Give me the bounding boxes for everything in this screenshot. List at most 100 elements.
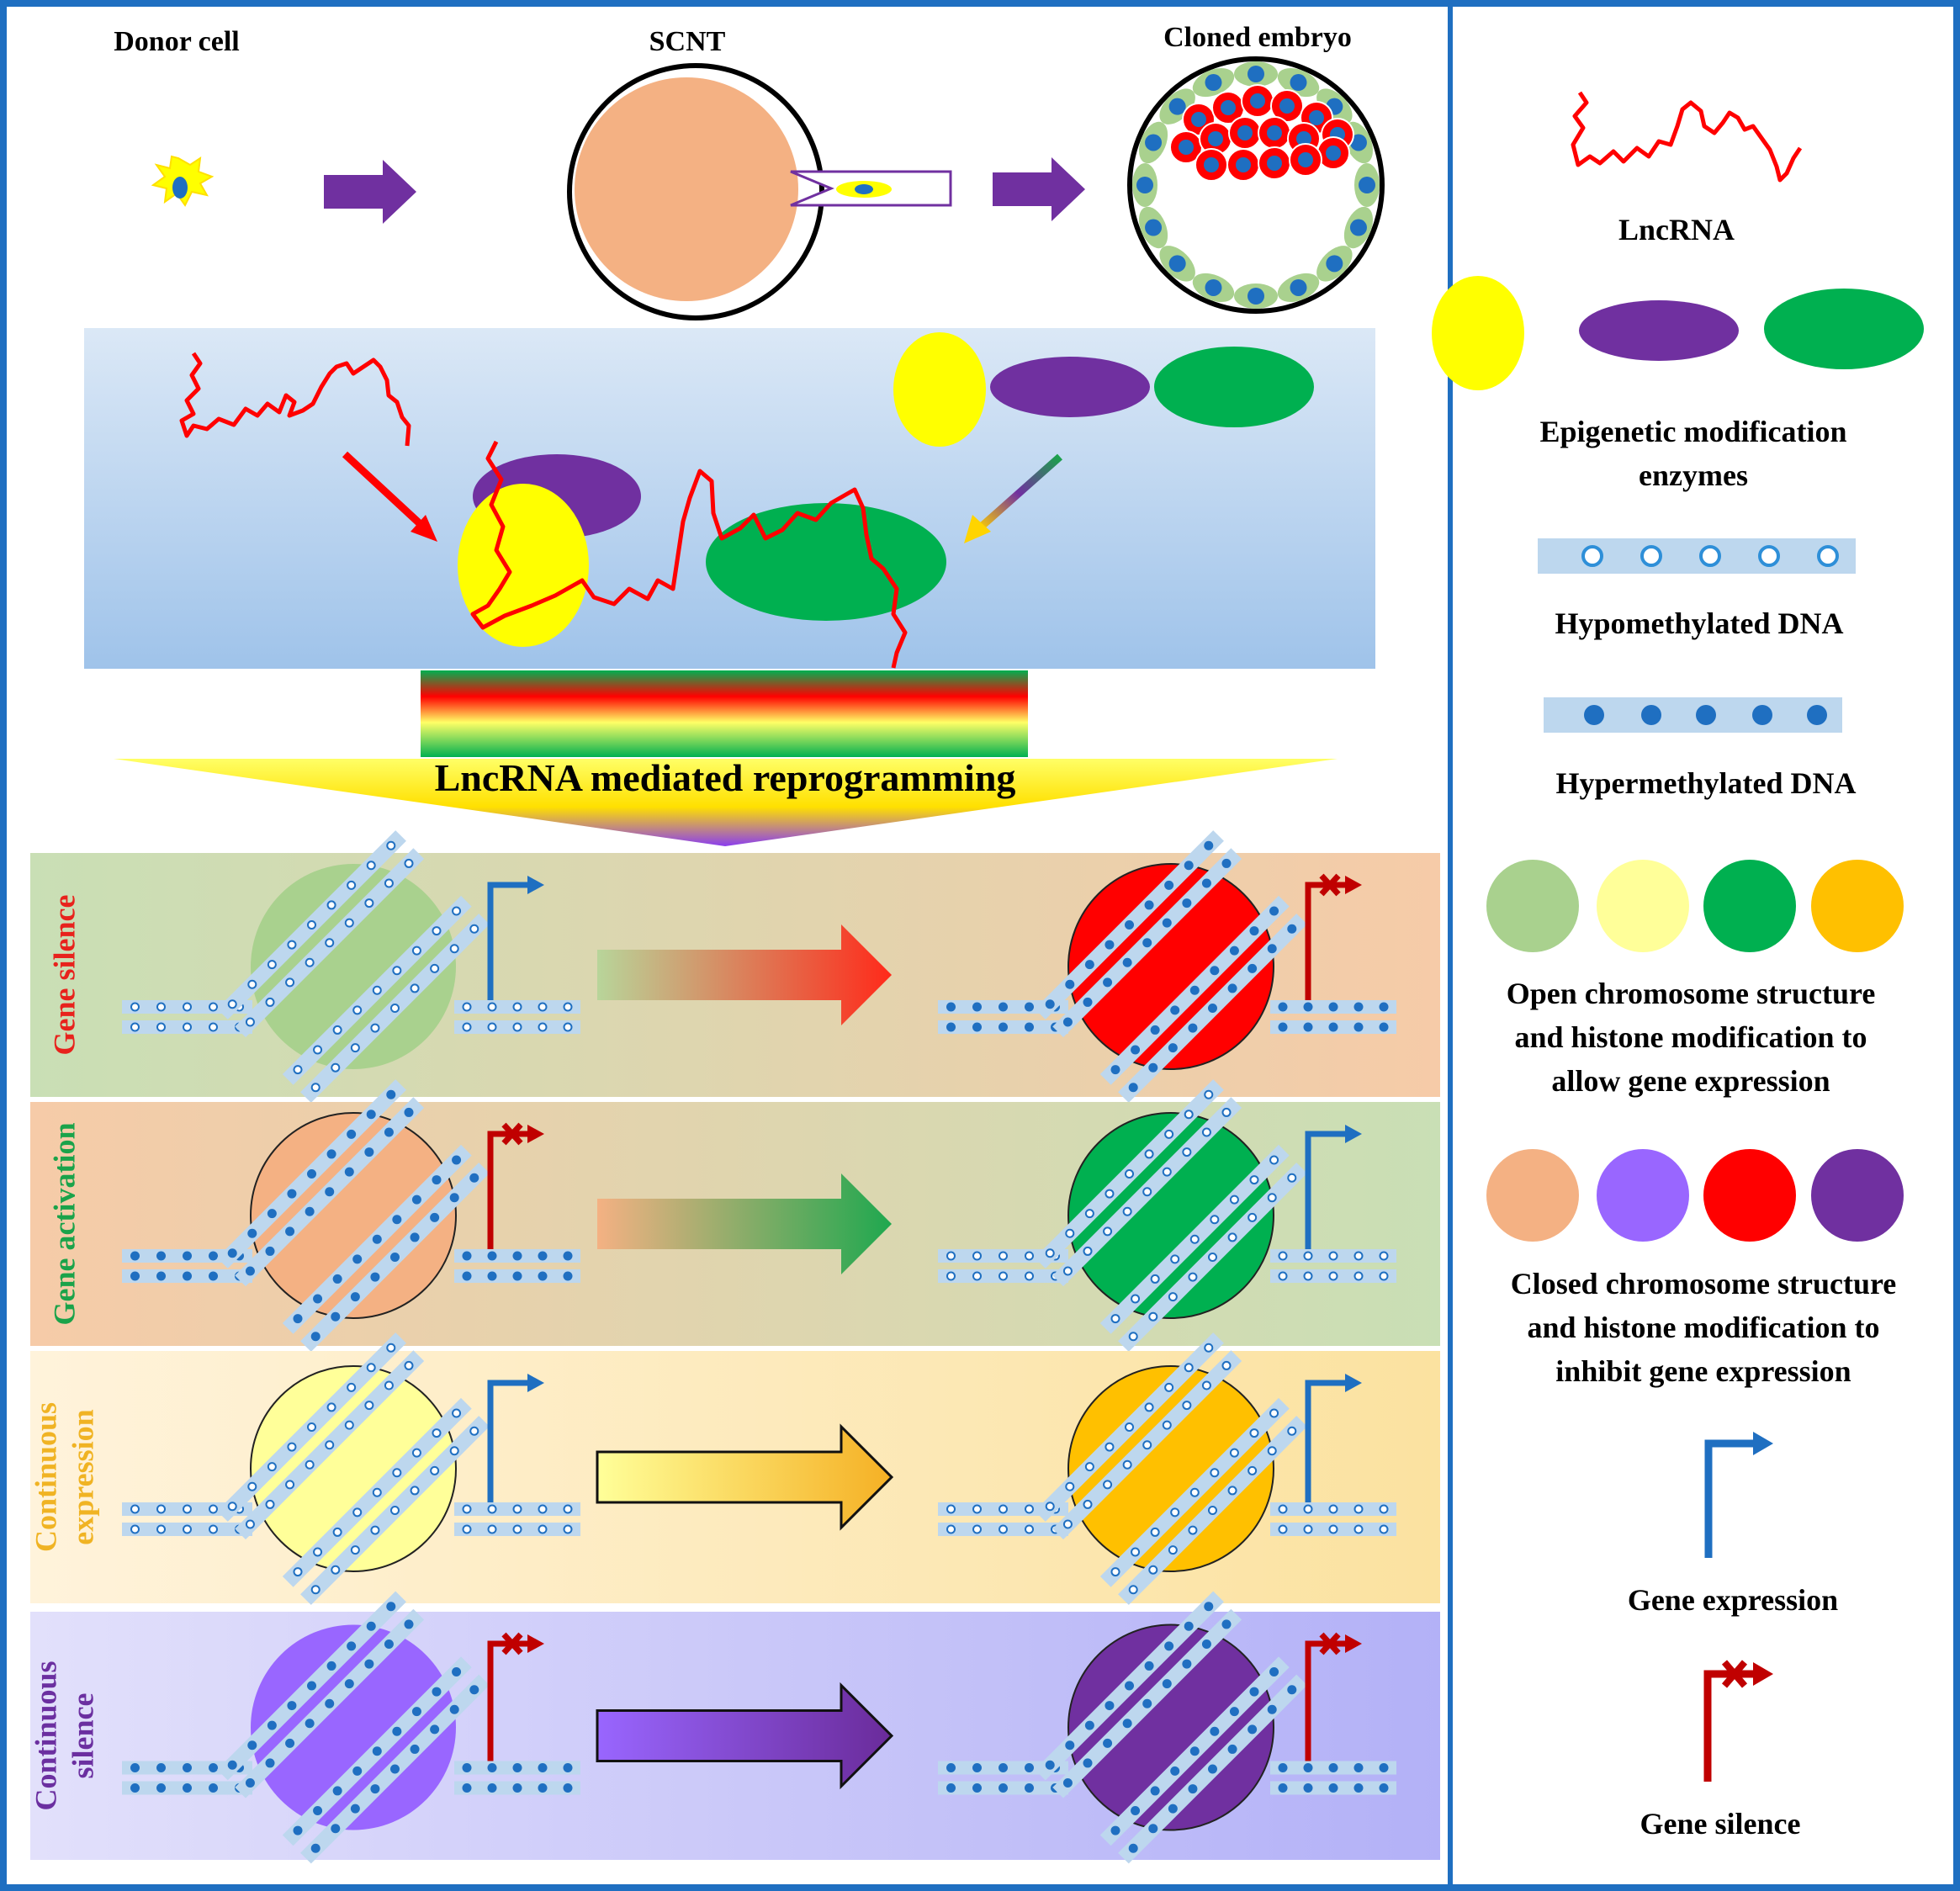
embryo-cell-nucleus [1248, 288, 1264, 305]
unmethyl-dot [1267, 1193, 1277, 1203]
cloned-embryo-icon [1127, 56, 1385, 314]
unmethyl-dot [432, 1428, 442, 1438]
methyl-dot [1131, 1805, 1141, 1815]
methyl-dot [972, 1763, 982, 1772]
methyl-dot [325, 1698, 335, 1708]
bound-lncrna [470, 440, 908, 669]
unmethyl-dot [344, 1420, 354, 1430]
unmethyl-dot [350, 1043, 360, 1053]
dna-strand [1118, 914, 1307, 1103]
methyl-dot [1142, 938, 1152, 948]
methyl-dot [1182, 898, 1192, 908]
methyl-dot [293, 1314, 303, 1324]
gene-silence-icon [487, 1632, 544, 1761]
dna-strand [938, 1000, 1068, 1014]
methyl-dot [156, 1783, 166, 1793]
embryo-cell-nucleus [1205, 74, 1222, 92]
dna-strand [1270, 1020, 1396, 1034]
unmethyl-dot [209, 1504, 218, 1514]
unmethyl-dot [347, 1382, 357, 1392]
nucleosome [217, 1079, 490, 1352]
unmethyl-dot [946, 1271, 956, 1281]
unmethyl-dot [1303, 1271, 1313, 1281]
methyl-dot [130, 1251, 140, 1261]
transition-arrow [596, 1682, 894, 1790]
methyl-dot [411, 1707, 421, 1717]
embryo-cell-nucleus [1205, 278, 1222, 296]
methyl-dot [1204, 1602, 1214, 1612]
unmethyl-dot [227, 999, 237, 1009]
methyl-dot [1122, 957, 1132, 967]
methyl-dot [1103, 1738, 1113, 1748]
methyl-dot [449, 1193, 459, 1203]
dna-strand [282, 895, 472, 1085]
nucleosome [1035, 1591, 1307, 1864]
unmethyl-dot [1204, 1089, 1214, 1099]
methyl-dot [344, 1679, 354, 1689]
methyl-dot [1303, 1783, 1313, 1793]
methyl-dot [946, 1002, 956, 1012]
embryo-inner-nucleus [1237, 125, 1253, 140]
embryo-inner-nucleus [1296, 131, 1311, 146]
unmethyl-dot [1110, 1567, 1120, 1577]
unmethyl-dot [432, 926, 442, 936]
methyl-dot [227, 1248, 237, 1258]
unmethyl-dot [1128, 1332, 1138, 1342]
unmethyl-dot [350, 1545, 360, 1555]
unmethyl-dot [370, 1023, 380, 1033]
methyl-dot [332, 1274, 342, 1284]
methyl-dot [347, 1641, 357, 1651]
unmethyl-dot [462, 1002, 472, 1012]
unmethyl-dot [1062, 1519, 1073, 1529]
methyl-dot [1104, 940, 1115, 950]
unmethyl-dot [946, 1524, 956, 1534]
legend-hyper-dot [1641, 705, 1661, 725]
unmethyl-dot [1248, 1212, 1258, 1222]
methyl-dot [999, 1002, 1008, 1012]
unmethyl-dot [1170, 1507, 1180, 1518]
methyl-dot [1110, 1065, 1120, 1075]
unmethyl-dot [1303, 1504, 1313, 1514]
histone-core [250, 1112, 457, 1319]
methyl-dot [432, 1175, 442, 1185]
dna-strand [1052, 848, 1242, 1038]
unmethyl-dot [563, 1504, 573, 1514]
unmethyl-dot [430, 1465, 440, 1475]
methyl-dot [972, 1022, 982, 1032]
legend-open-orange [1811, 860, 1904, 952]
row-label: expression [66, 1409, 99, 1544]
legend-hypo-dot [1817, 545, 1839, 567]
unmethyl-dot [307, 920, 317, 930]
unmethyl-dot [1128, 1585, 1138, 1595]
dna-strand [1052, 1350, 1242, 1540]
unmethyl-dot [1353, 1271, 1364, 1281]
methyl-dot [1248, 1724, 1258, 1735]
methyl-dot [1025, 1002, 1034, 1012]
enzyme-arrowhead [964, 515, 991, 543]
methyl-dot [1168, 1043, 1178, 1053]
embryo-inner-nucleus [1279, 98, 1295, 114]
dna-strand [1270, 1269, 1396, 1283]
dna-strand [1052, 1097, 1242, 1287]
dna-strand [282, 1656, 472, 1846]
methyl-dot [1221, 858, 1232, 868]
unmethyl-dot [313, 1045, 323, 1055]
embryo-inner-nucleus [1208, 131, 1223, 146]
histone-core [251, 864, 456, 1069]
methyl-dot [1201, 1639, 1211, 1650]
methyl-dot [1065, 979, 1075, 989]
methyl-dot [247, 1740, 257, 1751]
embryo-inner-nucleus [1191, 112, 1206, 127]
unmethyl-dot [1328, 1271, 1338, 1281]
unmethyl-dot [1168, 1545, 1178, 1555]
methyl-dot [1229, 1707, 1239, 1717]
dna-strand [1270, 1781, 1396, 1795]
embryo-cell-nucleus [1290, 278, 1307, 296]
unmethyl-dot [512, 1022, 522, 1032]
row-label: Continuous [29, 1661, 62, 1810]
dna-strand [1099, 1144, 1290, 1334]
methyl-dot [209, 1783, 218, 1793]
legend-closed-purple [1811, 1149, 1904, 1242]
unmethyl-dot [293, 1567, 303, 1577]
